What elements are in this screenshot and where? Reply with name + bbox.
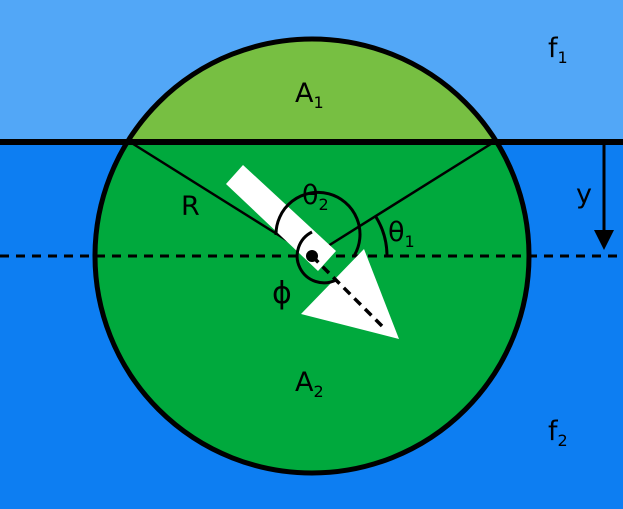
label-theta1: θ1 [388,217,415,251]
label-normal: n̂ [357,268,376,303]
label-f2: f2 [548,416,568,450]
center-point [306,250,318,262]
label-a1: A1 [295,78,324,112]
label-f1: f1 [548,33,568,67]
phi-arc [295,230,337,285]
depth-arrow [594,145,614,250]
normal-dashed-line [310,254,387,331]
theta2-arc [274,190,362,257]
theta1-arc [374,216,389,257]
label-theta2: θ2 [302,180,329,214]
circle-cap-above-surface [127,39,497,142]
label-a2: A2 [295,367,324,401]
label-phi: ϕ [272,276,292,311]
label-depth: y [576,179,592,210]
radius-line-left [129,140,313,258]
label-radius: R [181,191,200,222]
radius-line-right [311,140,495,258]
